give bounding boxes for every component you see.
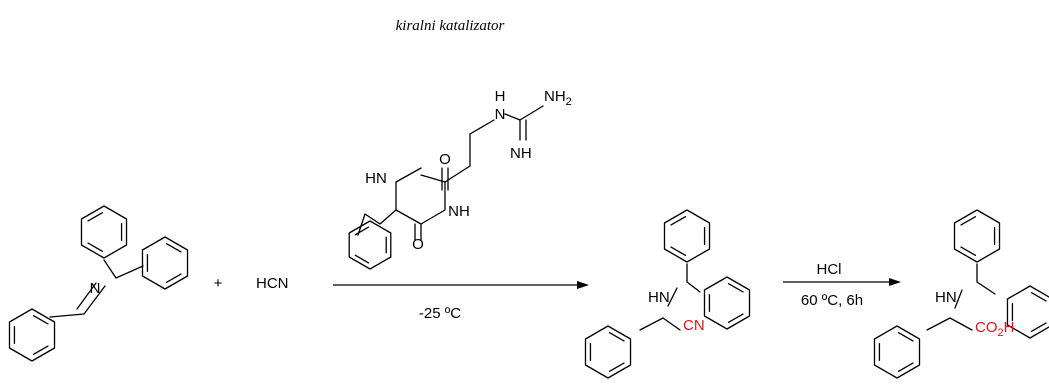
catalyst-hn-label: HN [365, 170, 387, 187]
product1-hn-label: HN [648, 289, 670, 306]
catalyst-caption: kiralni katalizator [396, 18, 505, 34]
guanidine-h-label: H [495, 88, 506, 105]
aminonitrile-product: HN CN [584, 209, 751, 379]
benzene-ring [663, 209, 711, 263]
product2-bonds [926, 263, 996, 331]
benzene-ring [873, 325, 921, 379]
benzene-ring [953, 209, 1001, 263]
catalyst-bonds [357, 119, 495, 241]
guanidine-nh2-label: NH2 [544, 88, 572, 108]
benzene-ring [1006, 285, 1049, 339]
imine-bonds [49, 259, 144, 318]
benzene-ring [80, 205, 128, 259]
guanidine-bonds [504, 105, 544, 141]
product2-co2h-label: CO2H [975, 319, 1014, 339]
guanidine-n-label: N [495, 106, 506, 123]
step2-condition: 60 ºC, 6h [801, 292, 863, 309]
benzene-ring [703, 276, 751, 330]
benzene-ring [8, 308, 56, 362]
benzene-ring [141, 236, 189, 290]
reaction-arrow-1 [333, 281, 589, 289]
catalyst-o-bottom: O [412, 236, 424, 253]
product1-bonds [639, 263, 701, 331]
benzene-ring [348, 220, 392, 270]
benzene-ring [584, 325, 632, 379]
product2-hn-label: HN [935, 289, 957, 306]
imine-n-label: N [90, 280, 101, 297]
hcn-reagent: HCN [256, 275, 289, 292]
catalyst-molecule: O O HN NH H N NH2 NH [348, 88, 572, 270]
guanidine-nh-label: NH [510, 145, 532, 162]
imine-molecule: N [8, 205, 189, 362]
product1-cn-label: CN [683, 317, 705, 334]
catalyst-o-top: O [439, 151, 451, 168]
step1-condition: -25 ºC [419, 305, 461, 322]
plus-sign: + [214, 275, 223, 292]
catalyst-nh-label: NH [448, 203, 470, 220]
amino-acid-product: HN CO2H [873, 209, 1049, 379]
reaction-arrow-2 [783, 278, 901, 286]
step2-reagent: HCl [817, 261, 842, 278]
